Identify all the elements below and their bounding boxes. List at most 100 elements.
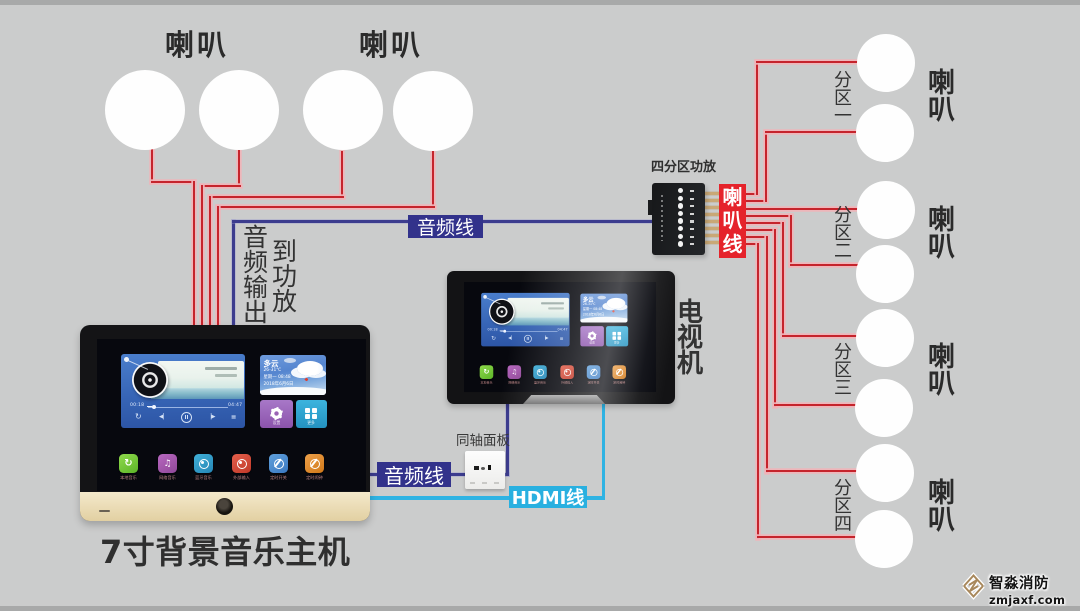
- gear-icon: [270, 407, 283, 420]
- wire-red-segment: [746, 235, 768, 238]
- weather-condition: 多云: [582, 296, 594, 303]
- speaker-ceiling: [105, 70, 185, 150]
- more-label: 更多: [614, 340, 620, 345]
- amp-terminal: [690, 205, 694, 208]
- settings-label: 设置: [589, 340, 595, 345]
- app-bluetooth[interactable]: [533, 365, 547, 379]
- wire-hdmi: [368, 496, 605, 500]
- watermark-text: 智淼消防 zmjaxf.com: [989, 572, 1065, 607]
- song-title-blur: [205, 367, 237, 370]
- amp-terminal: [690, 212, 694, 215]
- wire-red-segment: [789, 214, 792, 266]
- music-player-panel: 00:18 04:47 ↻ ◀▏ ▕▶ ≣: [481, 292, 570, 347]
- amp-terminal: [690, 243, 694, 246]
- music-note-icon: ♫: [511, 368, 518, 376]
- amp-connector-tab: [648, 200, 652, 215]
- amp-knob: [678, 233, 684, 239]
- pen-icon: [615, 368, 623, 376]
- app-net-music[interactable]: ♫: [158, 454, 177, 473]
- loop-icon[interactable]: ↻: [491, 334, 496, 342]
- amp-knob: [678, 188, 684, 194]
- progress-knob[interactable]: [499, 329, 507, 333]
- weather-widget: 多云 26-31℃ 星期一 08:48 2018年6月6日: [580, 293, 628, 323]
- music-player-panel: 00:18 04:47 ↻ ◀▏ ▕▶ ≣: [121, 354, 245, 428]
- next-icon[interactable]: ▕▶: [542, 335, 549, 341]
- tv-screen: 00:18 04:47 ↻ ◀▏ ▕▶ ≣ 多云 26-31℃ 星期一 08:4…: [464, 282, 657, 393]
- speaker-zone1: [857, 34, 915, 92]
- amp-wire-connector: [705, 206, 720, 210]
- app-label: 本地音乐: [480, 380, 493, 384]
- speaker-zone4: [856, 444, 914, 502]
- app-timer-1[interactable]: [586, 365, 601, 379]
- settings-button[interactable]: 设置: [580, 325, 604, 347]
- amp-terminal: [690, 220, 694, 223]
- aux-icon: [236, 458, 247, 469]
- playlist-icon[interactable]: ≣: [559, 335, 564, 341]
- speaker-zone4: [855, 510, 913, 568]
- previous-icon[interactable]: ◀▏: [159, 413, 168, 420]
- label-partition-1: 分区一: [834, 70, 852, 127]
- settings-button[interactable]: 设置: [260, 399, 293, 428]
- wire-audio-bottom: [506, 403, 509, 476]
- app-label: 定时闹钟: [306, 474, 323, 480]
- pause-icon[interactable]: [523, 334, 532, 343]
- amp-knob: [678, 226, 684, 232]
- amp-knob: [678, 195, 684, 201]
- wire-red-segment: [781, 334, 858, 337]
- wire-hdmi: [601, 402, 606, 498]
- app-label: 定时闹钟: [613, 380, 626, 384]
- audio-cable-label-bottom: 音频线: [377, 462, 451, 488]
- time-elapsed: 00:18: [130, 402, 145, 408]
- more-button[interactable]: 更多: [605, 325, 628, 347]
- app-aux-input[interactable]: [232, 454, 251, 473]
- speaker-zone3: [856, 309, 914, 367]
- previous-icon[interactable]: ◀▏: [508, 335, 515, 341]
- label-partition-4: 分区四: [834, 478, 852, 535]
- home-button[interactable]: [216, 498, 233, 515]
- wire-red-segment: [765, 469, 858, 472]
- coax-wall-panel: [465, 451, 505, 489]
- loop-icon[interactable]: ↻: [135, 412, 142, 421]
- progress-knob[interactable]: [147, 404, 156, 409]
- vinyl-disc: [132, 362, 168, 398]
- progress-bar[interactable]: [148, 406, 228, 408]
- pause-icon[interactable]: [181, 412, 192, 423]
- app-aux-input[interactable]: [560, 365, 574, 379]
- app-label: 本地音乐: [120, 474, 137, 480]
- bezel-dash: [99, 509, 110, 512]
- playlist-icon[interactable]: ≣: [231, 412, 237, 421]
- app-local-music[interactable]: ↻: [119, 454, 138, 473]
- audio-cable-label-top: 音频线: [408, 215, 483, 239]
- brand-logo-icon: [962, 572, 985, 600]
- more-button[interactable]: 更多: [295, 399, 327, 428]
- label-tv: 电视机: [677, 298, 704, 379]
- app-timer-2[interactable]: [612, 365, 627, 379]
- weather-widget: 多云 26-31℃ 星期一 08:48 2018年6月6日: [260, 355, 326, 395]
- cloud-icon: [284, 358, 296, 363]
- label-speaker-zone4: 喇叭: [928, 478, 955, 536]
- app-net-music[interactable]: ♫: [507, 365, 522, 379]
- app-timer-2[interactable]: [305, 454, 324, 473]
- app-bluetooth[interactable]: [194, 454, 213, 473]
- watermark-brand: 智淼消防: [989, 576, 1049, 592]
- weather-week: 星期一 08:48: [582, 308, 603, 312]
- cloud-icon: [297, 361, 323, 376]
- location-pin-icon: [612, 309, 616, 313]
- amp-wire-connector: [705, 192, 720, 196]
- wire-red-segment: [746, 228, 776, 231]
- tonearm: [483, 295, 487, 299]
- app-timer-1[interactable]: [269, 454, 288, 473]
- panel-mark: [482, 482, 487, 484]
- wire-red-segment: [765, 131, 859, 134]
- label-partition-2: 分区二: [834, 205, 852, 262]
- wire-red-segment: [746, 242, 759, 245]
- sea-artwork: [151, 388, 244, 399]
- amp-knob: [678, 241, 684, 247]
- progress-bar[interactable]: [500, 330, 558, 332]
- next-icon[interactable]: ▕▶: [207, 413, 216, 420]
- wire-red-segment: [151, 181, 195, 184]
- wire-red-segment: [746, 192, 758, 195]
- amp-wire-connector: [705, 213, 720, 217]
- refresh-icon: ↻: [124, 458, 133, 469]
- app-local-music[interactable]: ↻: [479, 365, 494, 379]
